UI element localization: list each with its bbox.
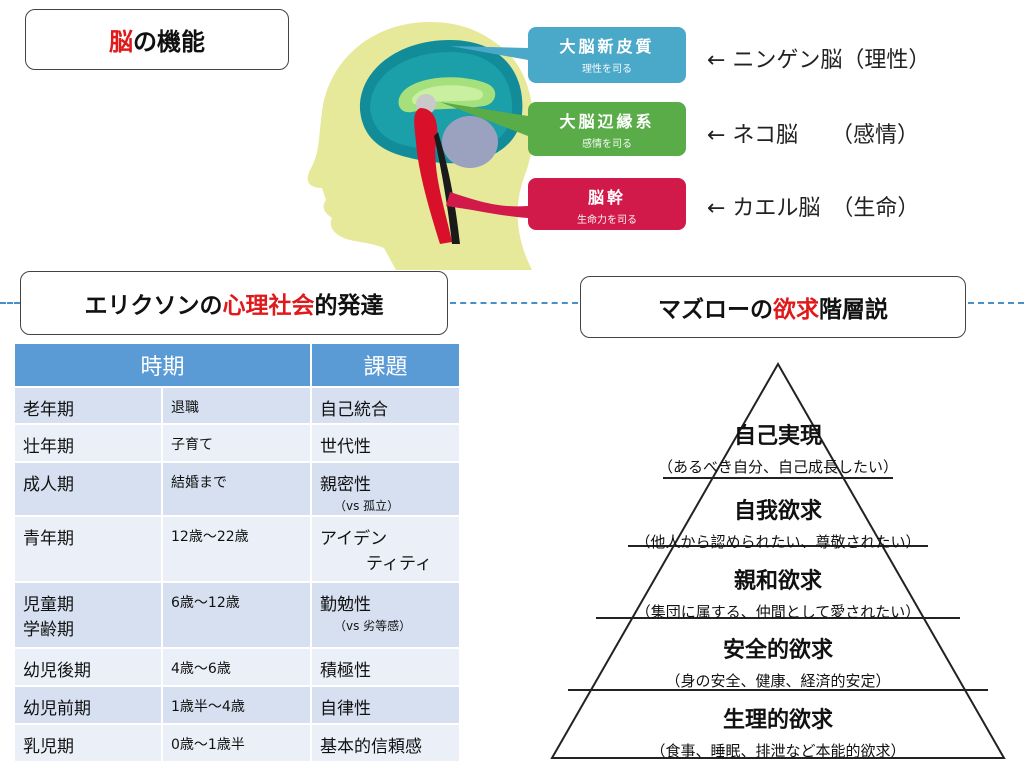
stage-cell: 幼児後期 (15, 647, 163, 685)
limbic-label: 大脳辺縁系 (559, 112, 655, 131)
table-header-row: 時期 課題 (15, 344, 461, 386)
brainstem-label: 脳幹 (587, 188, 626, 207)
erikson-title-pre: エリクソンの (84, 293, 223, 319)
table-row: 壮年期 子育て 世代性 (15, 423, 461, 461)
table-row: 幼児後期 4歳〜6歳 積極性 (15, 647, 461, 685)
age-cell: 1歳半〜4歳 (163, 685, 312, 723)
pyramid-level-belonging: 親和欲求 （集団に属する、仲間として愛されたい） (548, 563, 1008, 622)
task-cell: 親密性 （vs 孤立） (312, 461, 461, 515)
cortex-tag: 大脳新皮質 理性を司る (528, 27, 686, 83)
task-note: （vs 劣等感） (334, 619, 412, 633)
limbic-sublabel: 感情を司る (582, 139, 632, 150)
limbic-note: ← ネコ脳 （感情） (707, 123, 919, 148)
table-row: 幼児前期 1歳半〜4歳 自律性 (15, 685, 461, 723)
head-brain-illustration (307, 22, 534, 270)
table-row: 児童期学齢期 6歳〜12歳 勤勉性 （vs 劣等感） (15, 581, 461, 647)
age-cell: 結婚まで (163, 461, 312, 515)
task-text: アイデン (320, 529, 388, 549)
maslow-title-red: 欲求 (773, 297, 819, 323)
task-note: （vs 孤立） (334, 499, 400, 513)
divider-right (968, 302, 1024, 304)
stage-cell: 幼児前期 (15, 685, 163, 723)
maslow-pyramid (550, 361, 1006, 759)
pyramid-level-esteem: 自我欲求 （他人から認められたい、尊敬されたい） (548, 493, 1008, 552)
level-desc: （他人から認められたい、尊敬されたい） (635, 533, 921, 551)
erikson-title-post: 的発達 (314, 293, 384, 319)
stage-cell: 老年期 (15, 386, 163, 423)
header-task: 課題 (312, 344, 461, 386)
brain-title-rest: の機能 (133, 28, 205, 56)
table-row: 老年期 退職 自己統合 (15, 386, 461, 423)
cortex-sublabel: 理性を司る (582, 64, 632, 75)
level-desc: （身の安全、健康、経済的安定） (665, 672, 891, 690)
task-cell: 自律性 (312, 685, 461, 723)
cortex-label: 大脳新皮質 (559, 37, 655, 56)
brain-function-title: 脳の機能 (25, 9, 289, 70)
level-head: 自己実現 (733, 424, 822, 449)
erikson-title-red: 心理社会 (222, 293, 315, 319)
stage-cell: 壮年期 (15, 423, 163, 461)
age-cell: 0歳〜1歳半 (163, 723, 312, 761)
pyramid-level-self-actualization: 自己実現 （あるべき自分、自己成長したい） (548, 418, 1008, 477)
task-text: 勤勉性 (320, 595, 371, 615)
pyramid-level-safety: 安全的欲求 （身の安全、健康、経済的安定） (548, 632, 1008, 691)
level-desc: （集団に属する、仲間として愛されたい） (635, 603, 921, 621)
brainstem-sublabel: 生命力を司る (577, 215, 637, 226)
brainstem-tag: 脳幹 生命力を司る (528, 178, 686, 230)
stage-cell: 児童期学齢期 (15, 581, 163, 647)
divider-middle (450, 302, 578, 304)
stage-cell: 成人期 (15, 461, 163, 515)
task-cell: 世代性 (312, 423, 461, 461)
limbic-tag: 大脳辺縁系 感情を司る (528, 102, 686, 156)
stage-text-line2: 学齢期 (23, 620, 74, 640)
pyramid-level-physiological: 生理的欲求 （食事、睡眠、排泄など本能的欲求） (548, 702, 1008, 761)
maslow-title-pre: マズローの (658, 297, 773, 323)
task-cell: アイデンティティ (312, 515, 461, 581)
stage-cell: 青年期 (15, 515, 163, 581)
level-head: 親和欲求 (733, 569, 822, 594)
header-period: 時期 (15, 344, 312, 386)
erikson-title: エリクソンの心理社会的発達 (20, 271, 448, 335)
age-cell: 子育て (163, 423, 312, 461)
level-head: 安全的欲求 (722, 638, 833, 663)
stage-text: 児童期 (23, 595, 74, 615)
table-row: 青年期 12歳〜22歳 アイデンティティ (15, 515, 461, 581)
level-desc: （食事、睡眠、排泄など本能的欲求） (650, 742, 906, 760)
age-cell: 12歳〜22歳 (163, 515, 312, 581)
age-cell: 6歳〜12歳 (163, 581, 312, 647)
task-text-line2: ティティ (366, 554, 432, 574)
divider-left (0, 302, 20, 304)
task-cell: 勤勉性 （vs 劣等感） (312, 581, 461, 647)
table-row: 乳児期 0歳〜1歳半 基本的信頼感 (15, 723, 461, 761)
level-head: 生理的欲求 (722, 708, 833, 733)
brainstem-note: ← カエル脳 （生命） (707, 196, 920, 221)
erikson-table: 時期 課題 老年期 退職 自己統合 壮年期 子育て 世代性 成人期 結婚まで 親… (15, 344, 461, 761)
cortex-note: ← ニンゲン脳（理性） (707, 48, 931, 73)
task-cell: 自己統合 (312, 386, 461, 423)
brain-title-red: 脳 (109, 28, 133, 56)
age-cell: 4歳〜6歳 (163, 647, 312, 685)
task-text: 親密性 (320, 475, 371, 495)
age-cell: 退職 (163, 386, 312, 423)
table-row: 成人期 結婚まで 親密性 （vs 孤立） (15, 461, 461, 515)
stage-cell: 乳児期 (15, 723, 163, 761)
level-head: 自我欲求 (733, 499, 822, 524)
maslow-title: マズローの欲求階層説 (580, 276, 966, 338)
task-cell: 積極性 (312, 647, 461, 685)
maslow-title-post: 階層説 (819, 297, 888, 323)
level-desc: （あるべき自分、自己成長したい） (657, 458, 898, 476)
task-cell: 基本的信頼感 (312, 723, 461, 761)
